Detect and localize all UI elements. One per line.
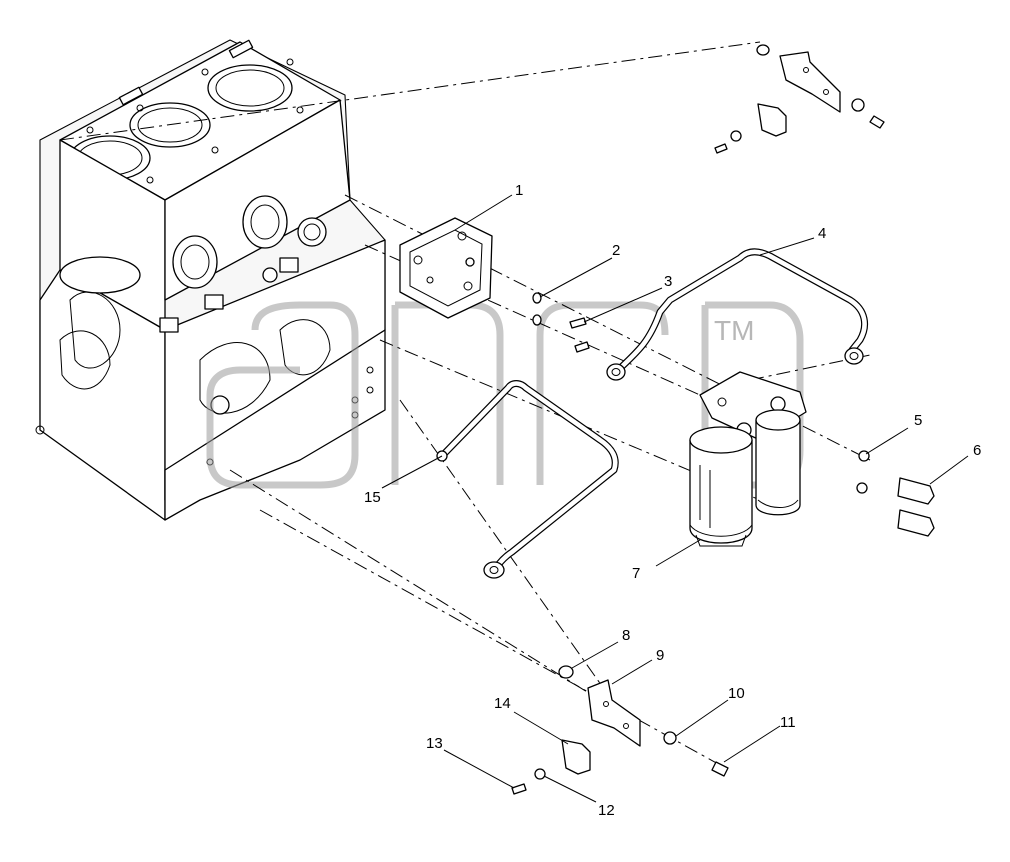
callout-7: 7	[632, 565, 640, 582]
callout-14: 14	[494, 695, 511, 712]
upper-bracket-group	[714, 44, 885, 154]
callout-11: 11	[780, 714, 796, 731]
lower-bracket-group	[511, 665, 729, 795]
part-7-fuel-filter-assembly	[689, 371, 807, 547]
callout-2: 2	[612, 242, 620, 259]
callout-15: 15	[364, 489, 381, 506]
callout-13: 13	[426, 735, 443, 752]
callout-1: 1	[515, 182, 523, 199]
callout-9: 9	[656, 647, 664, 664]
part-2-3-fasteners	[532, 292, 590, 353]
callout-labels: 1 2 3 4 5 6 7 8 9 10 11 12 13 14 15	[364, 182, 981, 819]
callout-5: 5	[914, 412, 922, 429]
callout-3: 3	[664, 273, 672, 290]
callout-10: 10	[728, 685, 745, 702]
part-15-fuel-pipe	[436, 380, 619, 579]
callout-4: 4	[818, 225, 826, 242]
callout-12: 12	[598, 802, 615, 819]
watermark-tm-mark: TM	[714, 315, 754, 346]
part-5-6-fasteners	[856, 450, 935, 537]
engine-block	[35, 39, 386, 521]
leader-lines	[381, 194, 969, 803]
callout-8: 8	[622, 627, 630, 644]
callout-6: 6	[973, 442, 981, 459]
part-4-fuel-pipe	[606, 248, 869, 381]
